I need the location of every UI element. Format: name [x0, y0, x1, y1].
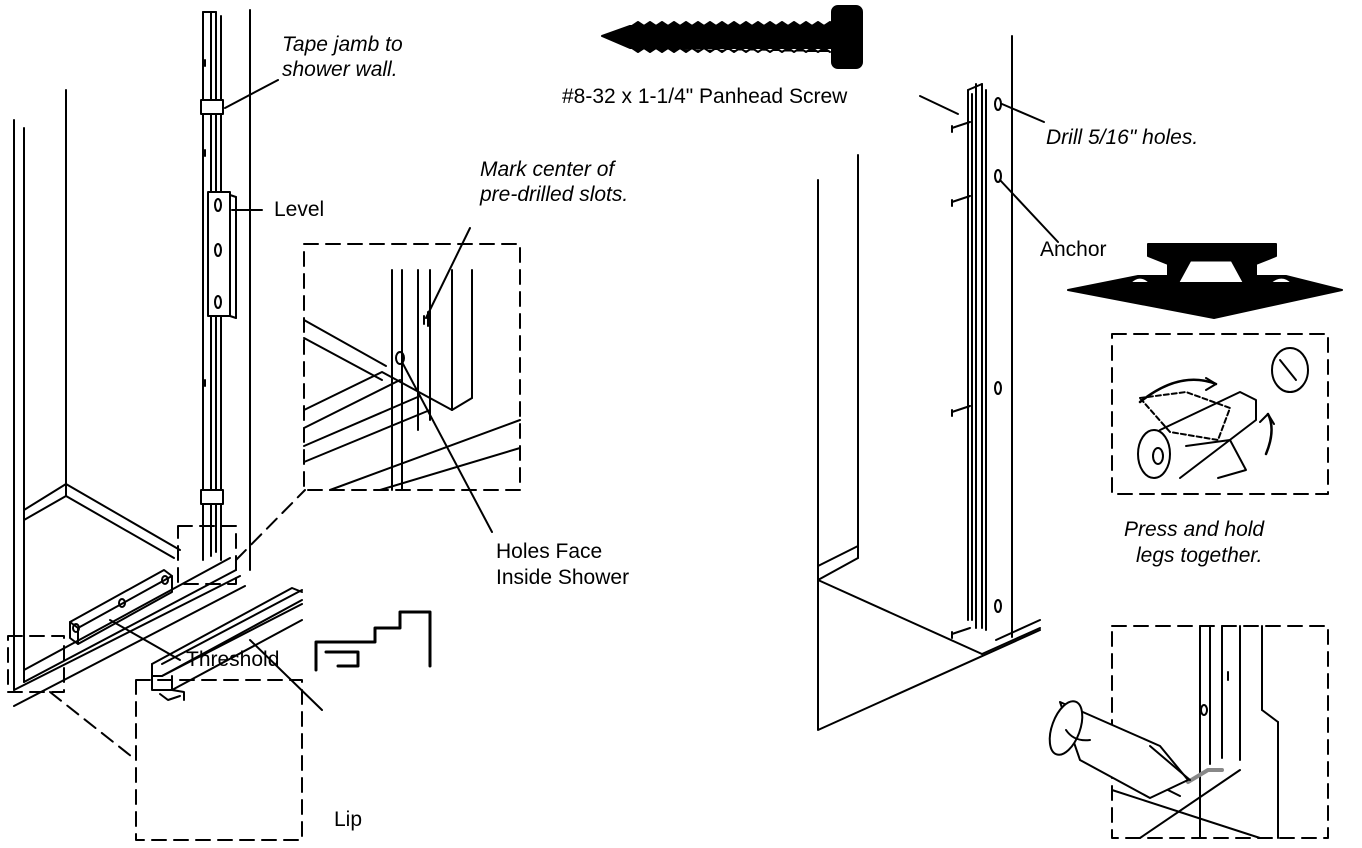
wall-anchor-icon	[1067, 243, 1343, 319]
threshold-piece	[69, 569, 173, 645]
label-drill: Drill 5/16" holes.	[1046, 126, 1199, 149]
label-threshold: Threshold	[186, 648, 280, 671]
label-press-hold-line2: legs together.	[1136, 544, 1263, 567]
label-level: Level	[274, 198, 325, 221]
label-lip: Lip	[334, 808, 363, 831]
label-anchor: Anchor	[1040, 238, 1107, 261]
label-mark-center-line1: Mark center of	[480, 158, 615, 181]
detail-mark-slots	[303, 243, 521, 491]
detail-lip	[135, 587, 303, 841]
label-tape-jamb-line2: shower wall.	[282, 58, 398, 81]
sealant-tube-icon	[1048, 700, 1191, 799]
right-shower-enclosure	[817, 35, 1041, 731]
right-anchors	[994, 97, 1002, 613]
left-callout-boxes	[7, 489, 306, 761]
panhead-screw-icon	[601, 5, 863, 69]
right-screws	[951, 121, 971, 639]
right-wall-jamb	[967, 83, 987, 631]
label-mark-center-line2: pre-drilled slots.	[480, 183, 629, 206]
label-holes-face-line2: Inside Shower	[496, 566, 630, 589]
left-shower-enclosure	[13, 9, 251, 707]
label-press-hold-line1: Press and hold	[1124, 518, 1265, 541]
detail-press-anchor	[1111, 333, 1329, 495]
label-screw: #8-32 x 1-1/4" Panhead Screw	[562, 85, 848, 108]
label-tape-jamb-line1: Tape jamb to	[282, 33, 403, 56]
threshold-profile-icon	[314, 610, 432, 672]
level-tool-icon	[207, 191, 237, 319]
label-holes-face-line1: Holes Face	[496, 540, 603, 563]
detail-sealant	[1111, 625, 1329, 839]
